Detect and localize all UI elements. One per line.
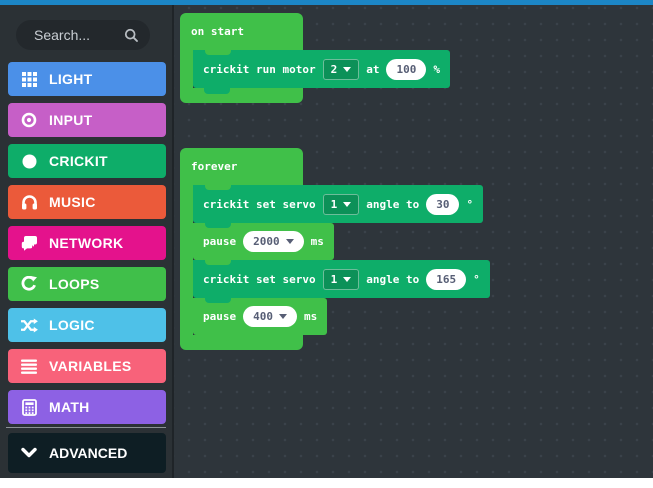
forever-spine (180, 185, 193, 335)
set-servo-label: crickit set servo (203, 272, 316, 286)
category-label: MUSIC (49, 194, 96, 210)
forever-footer (180, 335, 303, 350)
servo-number-value: 1 (330, 272, 338, 286)
category-label: NETWORK (49, 235, 124, 251)
chevron-down-icon (20, 444, 38, 462)
sidebar-item-logic[interactable]: LOGIC (8, 308, 166, 342)
servo-angle-value: 165 (436, 272, 457, 286)
category-label: MATH (49, 399, 90, 415)
sidebar-item-advanced[interactable]: ADVANCED (8, 433, 166, 473)
servo-number-value: 1 (330, 197, 338, 211)
block-notch (205, 185, 231, 190)
block-search[interactable] (16, 20, 150, 50)
sidebar-item-light[interactable]: LIGHT (8, 62, 166, 96)
angle-to-label: angle to (366, 272, 420, 286)
advanced-divider (6, 427, 166, 428)
motor-power-input[interactable]: 100 (386, 58, 427, 80)
pause-block-2[interactable]: pause 400 ms (193, 298, 328, 335)
dropdown-caret-icon (279, 314, 287, 319)
forever-label: forever (191, 160, 238, 173)
block-notch (205, 298, 231, 303)
sidebar-item-network[interactable]: NETWORK (8, 226, 166, 260)
servo-number-dropdown[interactable]: 1 (322, 268, 360, 290)
on-start-footer (180, 88, 303, 103)
block-bump (204, 88, 230, 94)
shuffle-icon (20, 316, 38, 334)
ms-label: ms (304, 310, 318, 323)
at-label: at (366, 62, 380, 76)
forever-block[interactable]: forever (180, 148, 303, 185)
set-servo-label: crickit set servo (203, 197, 316, 211)
on-start-spine (180, 50, 193, 88)
servo-number-dropdown[interactable]: 1 (322, 193, 360, 215)
top-accent-bar (0, 0, 653, 5)
on-start-label: on start (191, 25, 244, 38)
ms-label: ms (310, 235, 324, 248)
crickit-run-motor-block[interactable]: crickit run motor 2 at 100 % (193, 50, 450, 88)
crickit-set-servo-block-2[interactable]: crickit set servo 1 angle to 165 ° (193, 260, 490, 298)
degree-label: ° (466, 197, 474, 211)
pause-duration-dropdown[interactable]: 2000 (243, 231, 304, 252)
advanced-label: ADVANCED (49, 445, 128, 461)
block-notch (205, 223, 231, 228)
dropdown-caret-icon (343, 66, 352, 72)
run-motor-label: crickit run motor (203, 62, 316, 76)
percent-label: % (433, 62, 440, 76)
block-notch (205, 50, 231, 55)
toolbox-sidebar: LIGHT INPUT CRICKIT MUSIC NETWORK (0, 5, 174, 478)
calculator-icon (20, 398, 38, 416)
loop-arrow-icon (20, 275, 38, 293)
category-label: LOOPS (49, 276, 100, 292)
headphones-icon (20, 193, 38, 211)
search-icon[interactable] (122, 26, 140, 44)
bullseye-icon (20, 111, 38, 129)
category-label: LOGIC (49, 317, 95, 333)
chat-bubbles-icon (20, 234, 38, 252)
circle-icon (20, 152, 38, 170)
dropdown-caret-icon (343, 276, 352, 282)
servo-angle-input[interactable]: 30 (426, 193, 460, 215)
servo-angle-input[interactable]: 165 (426, 268, 467, 290)
pause-duration-value: 2000 (253, 235, 280, 248)
degree-label: ° (473, 272, 480, 286)
dropdown-caret-icon (343, 201, 352, 207)
pause-duration-value: 400 (253, 310, 273, 323)
grid-icon (20, 70, 38, 88)
search-input[interactable] (32, 26, 122, 44)
block-bump (204, 335, 230, 341)
sidebar-item-math[interactable]: MATH (8, 390, 166, 424)
motor-power-value: 100 (396, 62, 417, 76)
sidebar-item-variables[interactable]: VARIABLES (8, 349, 166, 383)
pause-label: pause (203, 235, 237, 248)
block-notch (205, 260, 231, 265)
category-label: LIGHT (49, 71, 93, 87)
category-label: INPUT (49, 112, 93, 128)
sidebar-item-music[interactable]: MUSIC (8, 185, 166, 219)
pause-block-1[interactable]: pause 2000 ms (193, 223, 334, 260)
crickit-set-servo-block-1[interactable]: crickit set servo 1 angle to 30 ° (193, 185, 484, 223)
angle-to-label: angle to (366, 197, 420, 211)
sidebar-item-crickit[interactable]: CRICKIT (8, 144, 166, 178)
pause-duration-dropdown[interactable]: 400 (243, 306, 297, 327)
dropdown-caret-icon (285, 239, 294, 244)
motor-number-dropdown[interactable]: 2 (322, 58, 360, 80)
menu-lines-icon (20, 357, 38, 375)
category-label: VARIABLES (49, 358, 132, 374)
pause-label: pause (203, 310, 237, 323)
motor-number-value: 2 (330, 62, 338, 76)
block-workspace[interactable]: on start crickit run motor 2 at 100 % fo… (174, 5, 653, 478)
sidebar-item-loops[interactable]: LOOPS (8, 267, 166, 301)
sidebar-item-input[interactable]: INPUT (8, 103, 166, 137)
category-label: CRICKIT (49, 153, 108, 169)
on-start-block[interactable]: on start (180, 13, 303, 50)
servo-angle-value: 30 (436, 197, 450, 211)
